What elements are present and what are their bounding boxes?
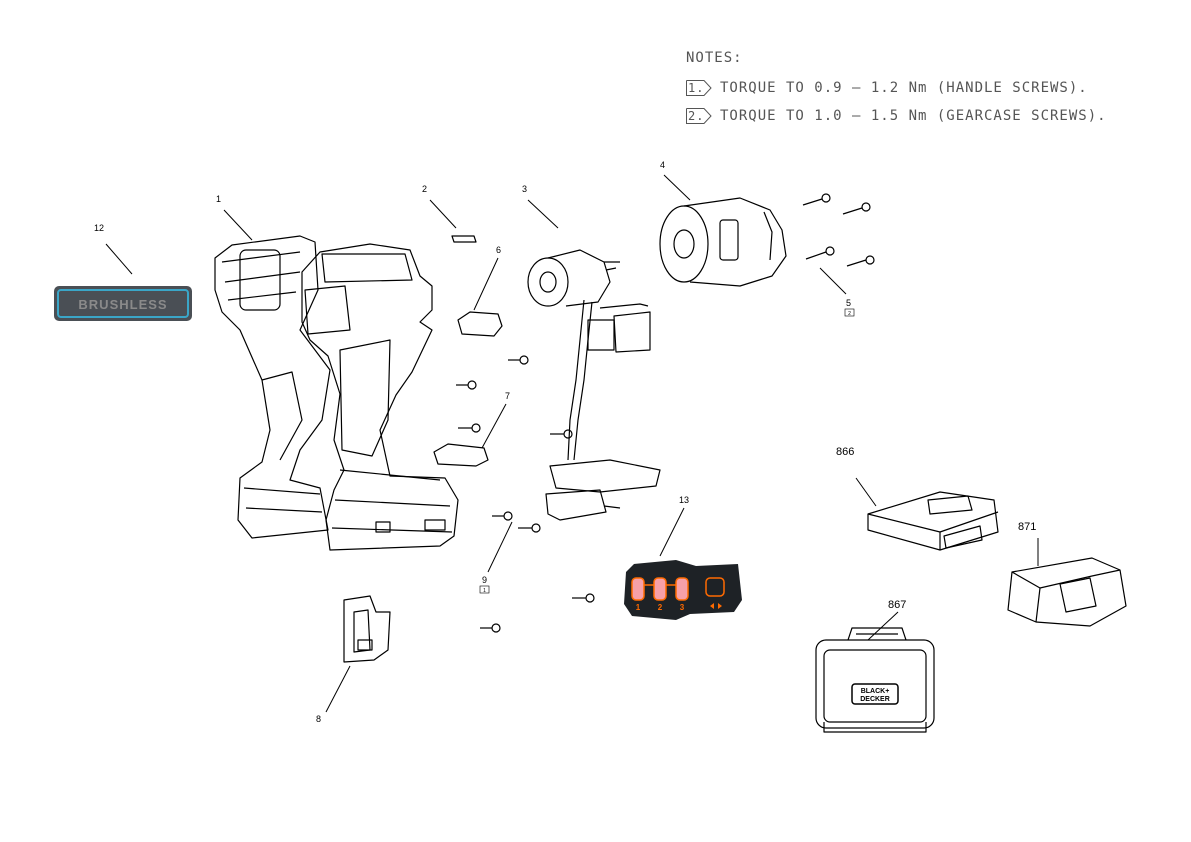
part-3-motor-assembly	[527, 249, 661, 521]
note-2-flag-text: 2.	[688, 109, 705, 123]
part-2-pad	[451, 235, 477, 243]
part-4-gearcase	[659, 197, 787, 287]
part-6-button	[457, 311, 503, 337]
note-2: 2. TORQUE TO 1.0 – 1.5 Nm (GEARCASE SCRE…	[686, 108, 1107, 124]
flag-icon	[844, 308, 855, 317]
part-1-left-housing	[214, 235, 331, 539]
direction-arrows-icon	[710, 603, 722, 609]
callout-5: 5	[846, 298, 851, 308]
callout-1: 1	[216, 194, 221, 204]
callout-871: 871	[1018, 521, 1036, 533]
panel-button-2: 2	[658, 603, 663, 612]
callout-4: 4	[660, 160, 665, 170]
housing-right-half	[301, 243, 459, 551]
flag-icon	[479, 585, 490, 594]
case-logo: BLACK+ DECKER	[851, 683, 899, 705]
part-8-belt-clip	[343, 595, 391, 663]
callout-866: 866	[836, 446, 854, 458]
part-9-screws	[456, 355, 595, 633]
part-13-control-panel: 1 2 3	[624, 560, 742, 620]
callout-12: 12	[94, 223, 104, 233]
panel-button-1: 1	[636, 603, 641, 612]
note-1: 1. TORQUE TO 0.9 – 1.2 Nm (HANDLE SCREWS…	[686, 80, 1107, 96]
part-866-battery	[867, 491, 999, 551]
callout-6: 6	[496, 245, 501, 255]
notes-block: NOTES: 1. TORQUE TO 0.9 – 1.2 Nm (HANDLE…	[686, 50, 1107, 136]
note-2-text: TORQUE TO 1.0 – 1.5 Nm (GEARCASE SCREWS)…	[720, 108, 1107, 124]
flag-icon	[686, 108, 712, 124]
part-5-screws	[802, 193, 875, 267]
part-871-charger	[1007, 557, 1127, 627]
part-867-kit-case	[815, 627, 935, 733]
callout-2: 2	[422, 184, 427, 194]
callout-8: 8	[316, 714, 321, 724]
callout-13: 13	[679, 495, 689, 505]
callout-5-flag: 2	[848, 311, 851, 317]
callout-7: 7	[505, 391, 510, 401]
logo-line-1: BLACK+	[861, 688, 890, 695]
callout-867: 867	[888, 599, 906, 611]
note-1-flag: 1.	[686, 80, 712, 96]
flag-icon	[686, 80, 712, 96]
note-2-flag: 2.	[686, 108, 712, 124]
notes-title: NOTES:	[686, 50, 743, 66]
part-7-plate	[433, 443, 489, 467]
note-1-text: TORQUE TO 0.9 – 1.2 Nm (HANDLE SCREWS).	[720, 80, 1088, 96]
callout-numbers: 1 2 3 4 5 2 6 7 8 9 1 12 13 866 867 871	[94, 160, 1036, 724]
part-12-brushless-badge: BRUSHLESS	[54, 286, 192, 321]
panel-button-3: 3	[680, 603, 685, 612]
callout-9: 9	[482, 575, 487, 585]
callout-9-flag: 1	[483, 588, 486, 594]
logo-line-2: DECKER	[860, 696, 890, 703]
badge-text: BRUSHLESS	[78, 297, 167, 312]
leader-lines	[105, 174, 1039, 713]
callout-3: 3	[522, 184, 527, 194]
note-1-flag-text: 1.	[688, 81, 705, 95]
